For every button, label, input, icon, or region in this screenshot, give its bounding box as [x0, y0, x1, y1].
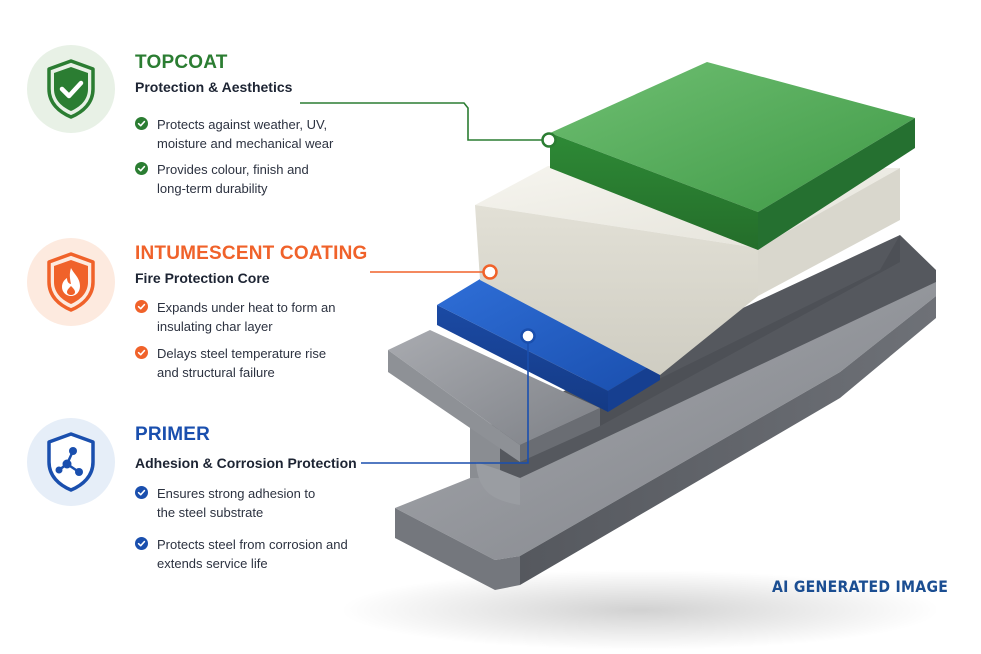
bullet-text: Ensures strong adhesion to the steel sub…	[157, 486, 316, 520]
shield-flame-icon	[47, 252, 95, 312]
ai-generated-watermark: AI GENERATED IMAGE	[772, 577, 949, 596]
topcoat-layer	[550, 62, 915, 250]
bullet-text: Protects steel from corrosion and extend…	[157, 537, 348, 571]
bullet-text: Expands under heat to form an insulating…	[157, 300, 336, 334]
topcoat-subtitle: Protection & Aesthetics	[135, 79, 293, 95]
primer-leader	[361, 337, 529, 464]
check-circle-icon	[135, 300, 148, 313]
ground-shadow	[340, 570, 940, 650]
topcoat-icon-badge	[27, 45, 115, 133]
steel-i-beam	[388, 235, 936, 590]
primer-marker	[520, 328, 536, 344]
topcoat-marker	[541, 132, 557, 148]
shield-check-icon	[47, 59, 95, 119]
check-circle-icon	[135, 162, 148, 175]
intumescent-icon-badge	[27, 238, 115, 326]
check-circle-icon	[135, 346, 148, 359]
check-circle-icon	[135, 486, 148, 499]
primer-title: PRIMER	[135, 424, 211, 445]
bullet-text: Protects against weather, UV, moisture a…	[157, 117, 334, 151]
intumescent-marker	[482, 264, 498, 280]
primer-subtitle: Adhesion & Corrosion Protection	[135, 455, 357, 471]
topcoat-title: TOPCOAT	[135, 52, 228, 73]
bullet-text: Delays steel temperature rise and struct…	[157, 346, 327, 380]
check-circle-icon	[135, 537, 148, 550]
intumescent-subtitle: Fire Protection Core	[135, 270, 270, 286]
leader-lines	[300, 102, 550, 464]
primer-layer	[437, 273, 660, 412]
shield-molecule-icon	[47, 432, 95, 492]
check-circle-icon	[135, 117, 148, 130]
bullet-text: Provides colour, finish and long-term du…	[157, 162, 309, 196]
topcoat-leader	[300, 102, 550, 141]
primer-icon-badge	[27, 418, 115, 506]
intumescent-title: INTUMESCENT COATING	[135, 243, 368, 264]
